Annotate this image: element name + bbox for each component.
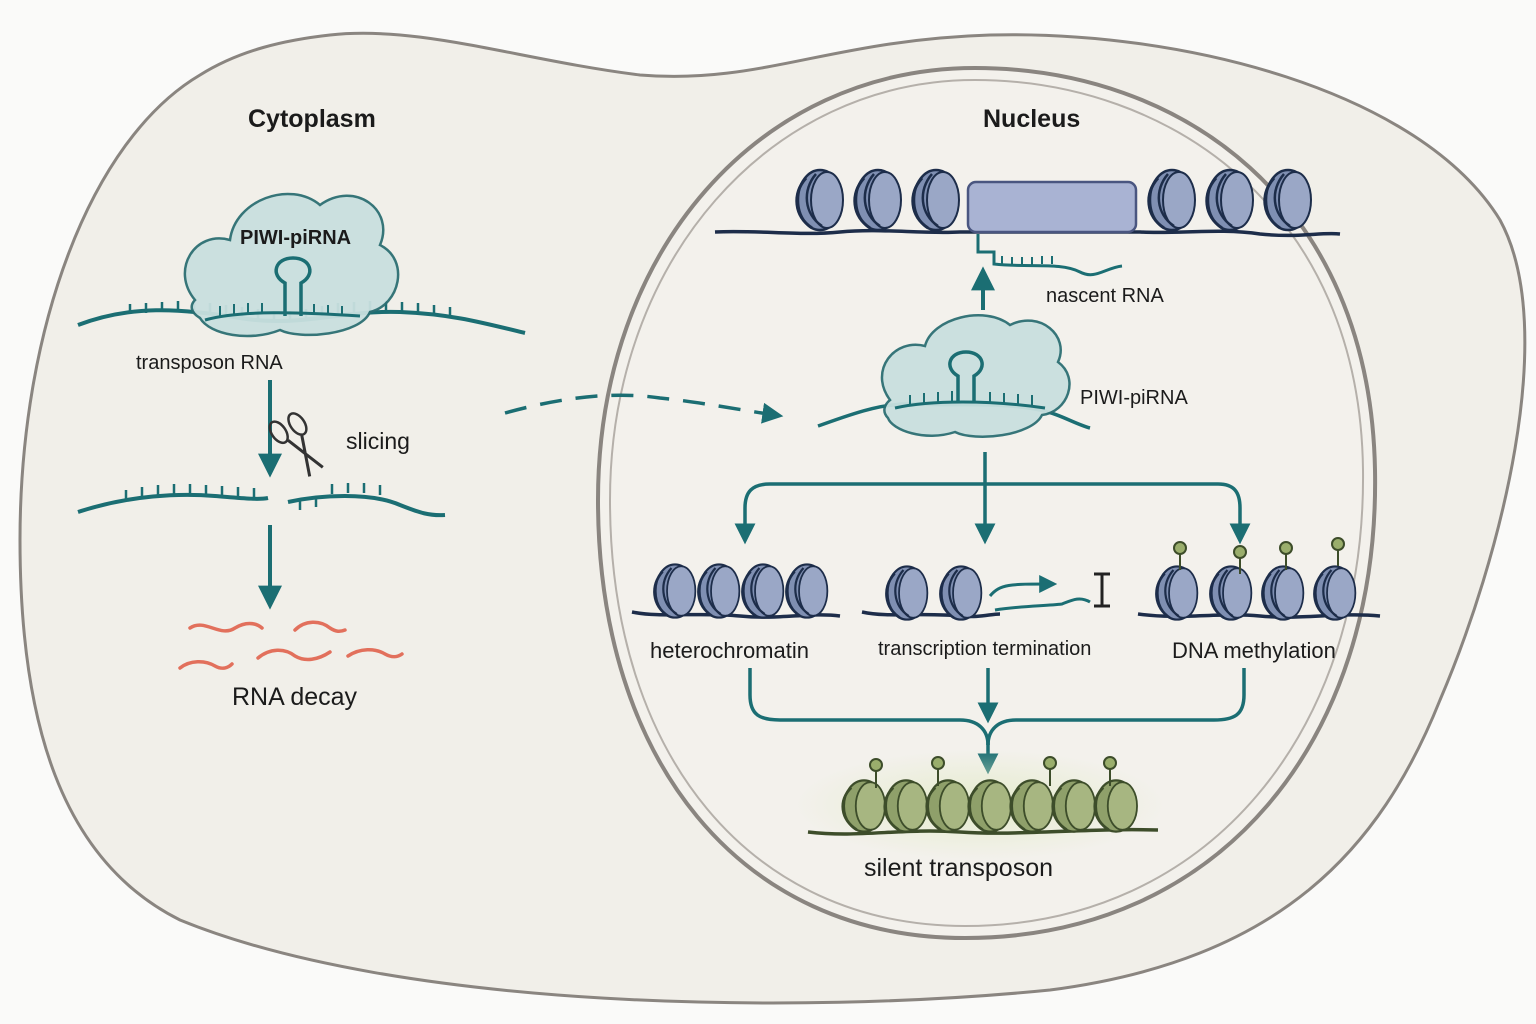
nascent-rna — [976, 234, 1123, 277]
termination-block-icon — [1094, 572, 1110, 608]
nucleus-title: Nucleus — [983, 105, 1081, 133]
arrow-to-heterochromatin — [734, 482, 985, 545]
rna-decay-fragments — [178, 620, 404, 670]
arrow-from-heterochromatin — [748, 668, 990, 746]
methyl-marks — [1173, 537, 1345, 574]
polymerase-block — [966, 180, 1138, 234]
cytoplasm-complex-label: PIWI-piRNA — [240, 227, 352, 249]
top-nucleosomes-left — [795, 168, 961, 232]
piwi-complex-cytoplasm — [183, 192, 400, 338]
termination-label: transcription termination — [878, 638, 1092, 660]
arrow-to-methylation — [985, 482, 1251, 545]
nuclear-pirna-hairpin — [948, 350, 984, 402]
nucleus-complex-label: PIWI-piRNA — [1080, 387, 1188, 409]
cytoplasm-title: Cytoplasm — [248, 105, 376, 133]
top-chromatin-dna — [714, 228, 1341, 238]
silent-methyl-marks — [869, 756, 1117, 788]
scissors-icon — [268, 412, 324, 477]
termination-transcript — [988, 575, 1058, 597]
arrow-from-methylation — [986, 668, 1246, 746]
rna-decay-label: RNA decay — [232, 683, 358, 711]
sliced-rna-left — [77, 492, 269, 514]
transposon-rna-label: transposon RNA — [136, 352, 283, 374]
nascent-rna-label: nascent RNA — [1046, 285, 1164, 307]
methylation-label: DNA methylation — [1172, 638, 1336, 663]
heterochromatin-label: heterochromatin — [650, 638, 809, 663]
top-nucleosomes-right — [1147, 168, 1313, 232]
silent-transposon-label: silent transposon — [864, 854, 1054, 882]
pirna-hairpin — [274, 256, 312, 316]
slicing-label: slicing — [346, 428, 410, 454]
import-arrow — [504, 393, 784, 424]
